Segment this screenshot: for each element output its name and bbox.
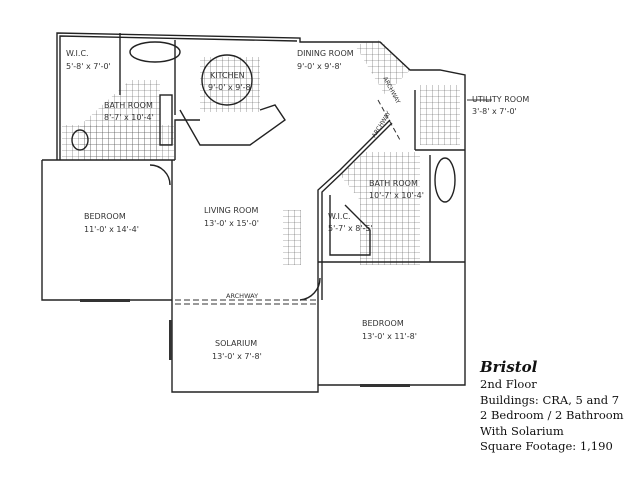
solarium-size: 13'-0' x 7'-8' (212, 352, 262, 361)
living-label: LIVING ROOM (204, 206, 259, 215)
wic-1-label: W.I.C. (66, 49, 89, 58)
wic-2-size: 5'-7' x 8'-5' (328, 224, 373, 233)
utility-label: UTILITY ROOM (472, 95, 529, 104)
archway-label: ARCHWAY (226, 292, 258, 300)
plan-square-footage: Square Footage: 1,190 (480, 439, 613, 454)
plan-floor: 2nd Floor (480, 377, 537, 391)
wic-2-label: W.I.C. (328, 212, 351, 221)
room-labels: W.I.C. 5'-8' x 7'-0' BATH ROOM 8'-7' x 1… (66, 49, 529, 361)
bath-2-size: 10'-7' x 10'-4' (369, 191, 424, 200)
kitchen-label: KITCHEN (210, 71, 245, 80)
tile-floors (62, 40, 460, 265)
dining-label: DINING ROOM (297, 49, 354, 58)
kitchen-size: 9'-0' x 9'-8' (208, 83, 253, 92)
bedroom-2-label: BEDROOM (362, 319, 404, 328)
bath-1-label: BATH ROOM (104, 101, 153, 110)
walls (41, 32, 466, 393)
living-size: 13'-0' x 15'-0' (204, 219, 259, 228)
bath-1-size: 8'-7' x 10'-4' (104, 113, 154, 122)
dining-size: 9'-0' x 9'-8' (297, 62, 342, 71)
plan-title: Bristol (480, 358, 538, 376)
wic-1-size: 5'-8' x 7'-0' (66, 62, 111, 71)
bedroom-1-size: 11'-0' x 14'-4' (84, 225, 139, 234)
bath-2-label: BATH ROOM (369, 179, 418, 188)
plan-buildings: Buildings: CRA, 5 and 7 (480, 392, 620, 407)
bedroom-1-label: BEDROOM (84, 212, 126, 221)
utility-size: 3'-8' x 7'-0' (472, 107, 517, 116)
plan-layout: 2 Bedroom / 2 Bathroom (480, 408, 624, 423)
archway-label-3: ARCHWAY (371, 110, 393, 139)
plan-info: Bristol 2nd Floor Buildings: CRA, 5 and … (480, 357, 624, 455)
plan-feature: With Solarium (480, 423, 564, 438)
bedroom-2-size: 13'-0' x 11'-8' (362, 332, 417, 341)
solarium-label: SOLARIUM (215, 339, 257, 348)
